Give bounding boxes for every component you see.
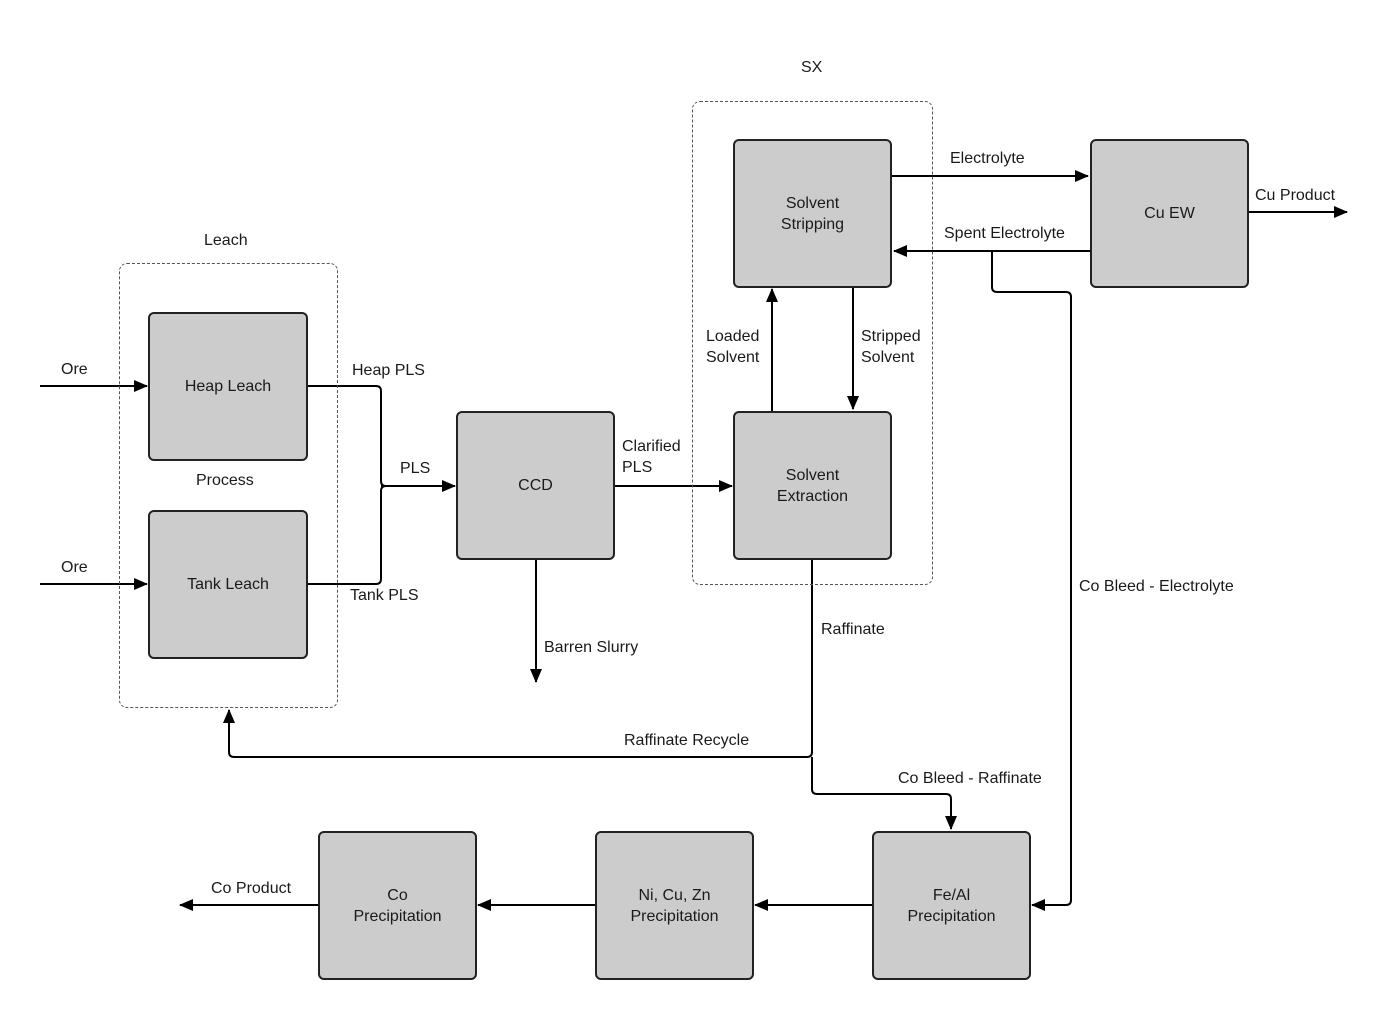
tank-pls-label: Tank PLS <box>350 587 419 604</box>
ore-1-label: Ore <box>61 361 88 378</box>
leach-process-label: Process <box>196 472 254 489</box>
clarified-pls-label: Clarified PLS <box>622 438 681 476</box>
sx-group-title: SX <box>801 59 823 76</box>
pls-label: PLS <box>400 460 431 477</box>
tank-leach-box[interactable]: Tank Leach <box>148 510 308 659</box>
cu-ew-box[interactable]: Cu EW <box>1090 139 1249 288</box>
heap-pls-label: Heap PLS <box>352 362 425 379</box>
solvent-stripping-box[interactable]: Solvent Stripping <box>733 139 892 288</box>
sx-group[interactable] <box>692 101 933 585</box>
solvent-extraction-box[interactable]: Solvent Extraction <box>733 411 892 560</box>
co-bleed-raffinate-line <box>811 757 957 830</box>
electrolyte-label: Electrolyte <box>950 150 1025 167</box>
heap-leach-box[interactable]: Heap Leach <box>148 312 308 461</box>
co-product-label: Co Product <box>211 880 292 897</box>
stripped-solvent-label: Stripped Solvent <box>861 328 921 366</box>
barren-slurry-label: Barren Slurry <box>544 639 639 656</box>
cu-product-label: Cu Product <box>1255 187 1336 204</box>
raffinate-label: Raffinate <box>821 621 885 638</box>
leach-group[interactable] <box>119 263 338 708</box>
loaded-solvent-label: Loaded Solvent <box>706 328 760 366</box>
fe-al-precipitation-box[interactable]: Fe/Al Precipitation <box>872 831 1031 980</box>
leach-group-title: Leach <box>204 232 248 249</box>
spent-electrolyte-label: Spent Electrolyte <box>944 225 1065 242</box>
ni-cu-zn-precipitation-box[interactable]: Ni, Cu, Zn Precipitation <box>595 831 754 980</box>
co-bleed-raffinate-label: Co Bleed - Raffinate <box>898 770 1042 787</box>
ccd-box[interactable]: CCD <box>456 411 615 560</box>
raffinate-line <box>223 560 813 758</box>
raffinate-recycle-label: Raffinate Recycle <box>624 732 750 749</box>
co-precipitation-box[interactable]: Co Precipitation <box>318 831 477 980</box>
ore-2-label: Ore <box>61 559 88 576</box>
co-bleed-electrolyte-line <box>991 251 1072 911</box>
co-bleed-electrolyte-label: Co Bleed - Electrolyte <box>1079 578 1234 595</box>
